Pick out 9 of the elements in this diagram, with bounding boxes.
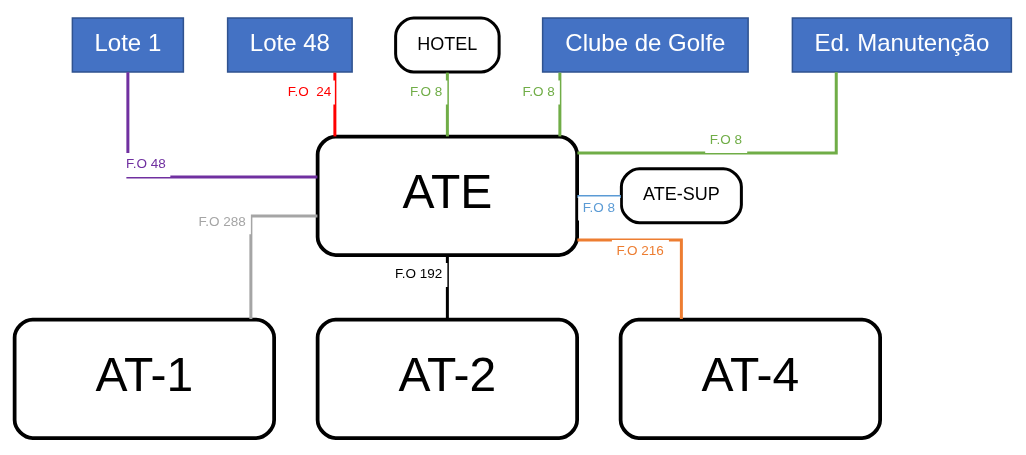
edge-label: F.O 288 <box>198 213 246 229</box>
edge-label: F.O 216 <box>616 242 664 258</box>
edge-label: F.O 8 <box>709 131 742 147</box>
edge-label: F.O 8 <box>582 199 615 215</box>
edge-label: F.O 24 <box>287 83 332 99</box>
edge-label: F.O 48 <box>126 155 166 171</box>
edge-label: F.O 192 <box>394 265 443 281</box>
edge-label: F.O 8 <box>409 83 443 99</box>
edge-label: F.O 8 <box>522 83 555 99</box>
